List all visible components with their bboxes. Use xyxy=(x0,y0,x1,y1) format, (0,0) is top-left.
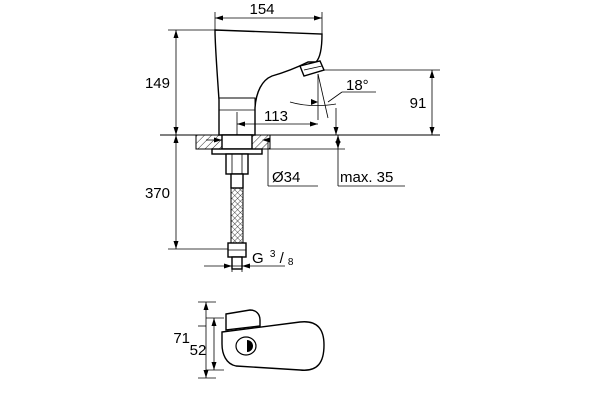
dim-diameter-label: Ø34 xyxy=(272,169,300,186)
dim-angle-label: 18° xyxy=(346,77,369,94)
dim-91-label: 91 xyxy=(410,95,427,112)
dim-thread-label: G 3 / 8 xyxy=(252,244,294,268)
thread-denominator: 8 xyxy=(288,257,294,268)
dim-370-label: 370 xyxy=(145,185,170,202)
faucet-body xyxy=(214,29,323,136)
dim-52-label: 52 xyxy=(190,342,207,359)
front-elevation: 154 149 91 18° 113 Ø xyxy=(145,1,440,272)
dim-max-label: max. 35 xyxy=(340,169,393,186)
mounting-nut xyxy=(221,134,253,150)
thread-slash: / xyxy=(280,250,285,267)
dim-149-label: 149 xyxy=(145,75,170,92)
dim-71-label: 71 xyxy=(173,330,190,347)
plan-view: 71 52 xyxy=(173,301,325,379)
plan-head xyxy=(225,309,261,331)
thread-prefix: G xyxy=(252,250,264,267)
thread-numerator: 3 xyxy=(270,249,276,260)
dim-154-label: 154 xyxy=(249,1,274,18)
dim-113-label: 113 xyxy=(264,108,288,125)
flexible-hose xyxy=(230,187,244,244)
plan-body xyxy=(221,321,325,371)
sensor-window xyxy=(235,336,257,356)
